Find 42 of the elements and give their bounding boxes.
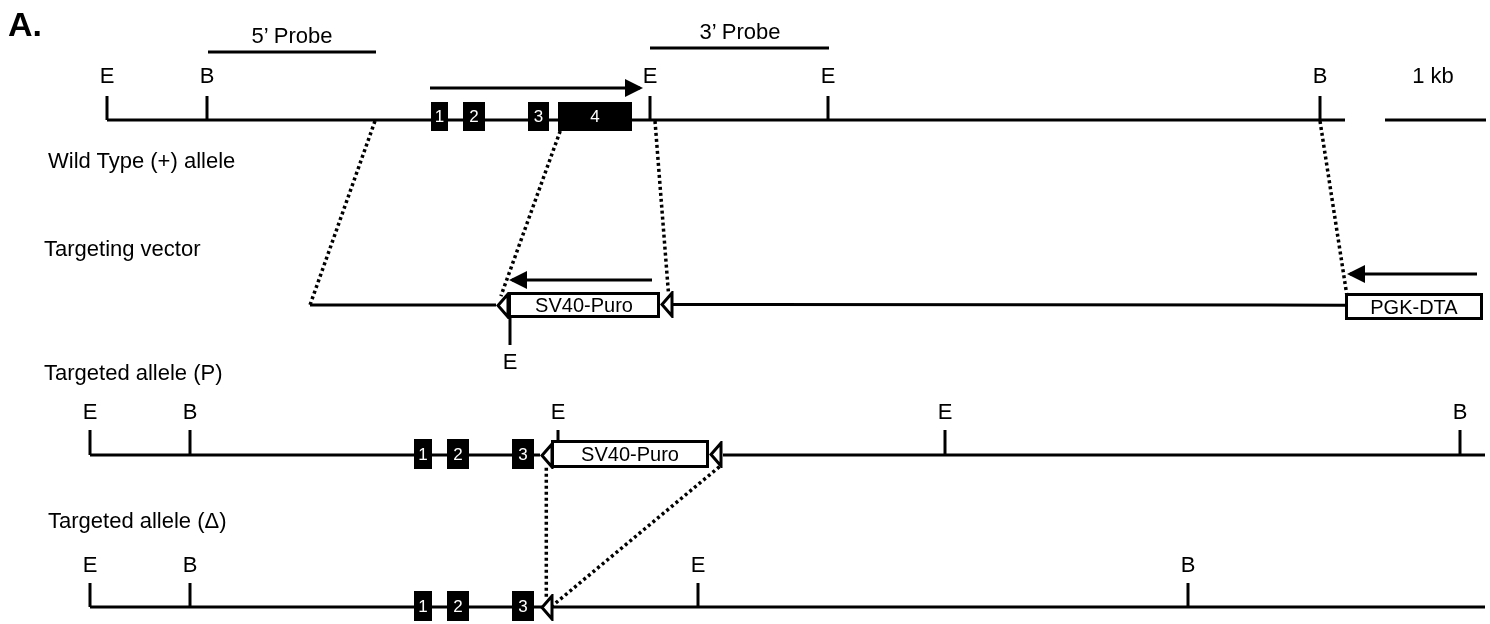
exon-box: 4 xyxy=(558,102,632,131)
restriction-site-label: B xyxy=(182,401,198,423)
restriction-site-label: B xyxy=(1312,65,1328,87)
dotted-connector xyxy=(499,130,562,297)
loxp-triangle xyxy=(496,292,510,319)
exon-box: 2 xyxy=(447,439,469,469)
loxp-triangle xyxy=(709,441,723,468)
row-label: Wild Type (+) allele xyxy=(48,150,236,172)
panel-label: A. xyxy=(8,7,42,41)
probe-label: 3’ Probe xyxy=(699,21,781,43)
restriction-site-label: B xyxy=(1180,554,1196,576)
loxp-triangle xyxy=(660,291,674,318)
row-label: Targeted allele (Δ) xyxy=(48,510,227,532)
restriction-site-label: E xyxy=(642,65,658,87)
exon-box: 2 xyxy=(463,102,485,131)
restriction-site-label: B xyxy=(182,554,198,576)
exon-box: 3 xyxy=(528,102,549,131)
restriction-site-label: E xyxy=(502,351,518,373)
loxp-triangle xyxy=(540,594,554,621)
restriction-site-label: E xyxy=(690,554,706,576)
restriction-site-label: E xyxy=(99,65,115,87)
restriction-site-label: B xyxy=(199,65,215,87)
exon-box: 3 xyxy=(512,439,534,469)
row-label: Targeting vector xyxy=(44,238,201,260)
restriction-site-label: E xyxy=(82,401,98,423)
cassette-box: PGK-DTA xyxy=(1345,293,1483,320)
dna-line xyxy=(671,303,1345,307)
restriction-site-label: E xyxy=(937,401,953,423)
exon-box: 1 xyxy=(431,102,448,131)
dotted-connector xyxy=(544,467,549,597)
row-label: Targeted allele (P) xyxy=(44,362,223,384)
restriction-site-label: E xyxy=(820,65,836,87)
restriction-site-label: B xyxy=(1452,401,1468,423)
exon-box: 1 xyxy=(414,591,432,621)
probe-label: 5’ Probe xyxy=(251,25,333,47)
exon-box: 1 xyxy=(414,439,432,469)
restriction-site-label: E xyxy=(550,401,566,423)
exon-box: 2 xyxy=(447,591,469,621)
dotted-connector xyxy=(653,120,671,293)
exon-box: 3 xyxy=(512,591,534,621)
scale-label: 1 kb xyxy=(1412,65,1454,87)
restriction-site-label: E xyxy=(82,554,98,576)
